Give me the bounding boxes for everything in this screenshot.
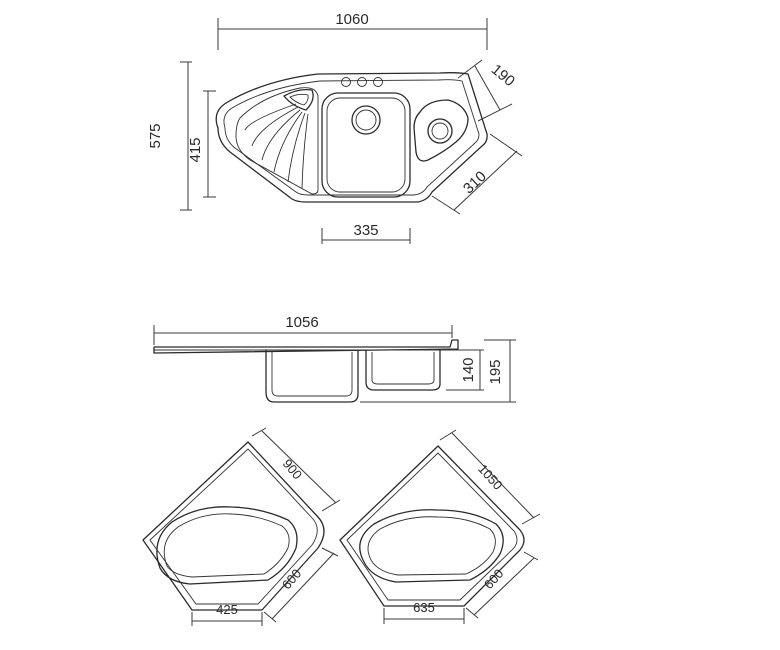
label-425: 425 (216, 602, 238, 617)
dimension-small-diagonal: 900 (251, 427, 341, 512)
dimension-bowl-depth: 140 (446, 349, 484, 391)
sink-inner-outline (223, 79, 480, 196)
main-bowl (321, 92, 411, 198)
main-bowl-drain (351, 105, 381, 135)
dimension-side-edge: 190 (457, 59, 518, 122)
side-bowl-left (265, 349, 359, 403)
drainer-area (235, 87, 319, 195)
label-635: 635 (413, 600, 435, 615)
label-900: 900 (280, 456, 305, 482)
dimension-small-front: 425 (191, 602, 263, 626)
cabinet-small: 900 600 425 (142, 427, 341, 626)
dimension-large-side: 600 (465, 551, 539, 619)
top-view: 1060 575 415 335 190 (147, 11, 523, 244)
label-1056: 1056 (285, 314, 318, 331)
tap-holes (341, 77, 383, 87)
dimension-inner-depth: 415 (187, 90, 216, 198)
dimension-width: 1060 (217, 11, 488, 50)
dimension-side-bowl: 310 (431, 133, 523, 215)
corner-basket (283, 88, 314, 111)
dimension-large-front: 635 (383, 600, 465, 624)
side-bowl (413, 99, 469, 162)
label-310: 310 (460, 168, 490, 198)
dimension-depth: 575 (147, 61, 192, 211)
dimension-large-diagonal: 1050 (439, 429, 541, 525)
label-575: 575 (147, 123, 164, 148)
label-1060: 1060 (335, 11, 368, 28)
dimension-total-height: 195 (360, 339, 516, 403)
sink-outer-outline (215, 72, 488, 203)
side-bowl-right (365, 349, 441, 391)
label-415: 415 (187, 137, 204, 162)
label-195: 195 (487, 359, 504, 384)
side-view: 1056 140 195 (153, 314, 516, 403)
label-335: 335 (353, 222, 378, 239)
side-bowl-drain (427, 118, 453, 144)
label-140: 140 (460, 357, 477, 382)
cabinet-large: 1050 600 635 (339, 429, 541, 624)
dimension-bowl-width: 335 (321, 222, 411, 244)
drainer-grooves (244, 103, 309, 189)
dimension-length: 1056 (153, 314, 453, 345)
large-bowl-cutout (359, 509, 504, 583)
small-bowl-cutout (156, 506, 298, 585)
label-190: 190 (488, 61, 518, 90)
